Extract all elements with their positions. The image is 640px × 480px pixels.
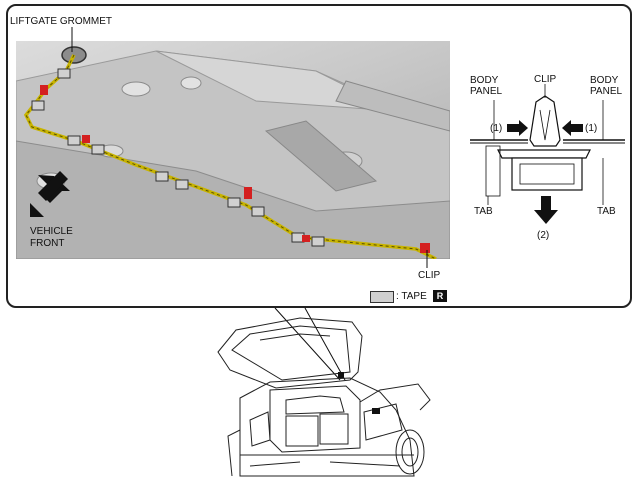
clip-detail-label: CLIP — [534, 74, 557, 85]
body-panel-left-line1: BODY — [470, 75, 499, 86]
liftgate-photo — [16, 41, 450, 259]
vehicle-front-label-line1: VEHICLE — [30, 226, 73, 237]
tape-legend-label: : TAPE — [396, 291, 427, 302]
harness-illustration — [16, 46, 450, 259]
tape-legend-swatch — [370, 291, 394, 303]
body-panel-right-line1: BODY — [590, 75, 619, 86]
arrow-down-number: (2) — [537, 230, 550, 241]
clip-label: CLIP — [418, 270, 441, 281]
tab-right-label: TAB — [597, 206, 616, 217]
tab-left-label: TAB — [474, 206, 493, 217]
body-panel-left-line2: PANEL — [470, 86, 503, 97]
vehicle-front-label-line2: FRONT — [30, 238, 65, 249]
arrow-left-number: (1) — [490, 123, 503, 134]
body-panel-right-line2: PANEL — [590, 86, 623, 97]
tape-symbol-r: R — [433, 290, 447, 302]
liftgate-grommet-label: LIFTGATE GROMMET — [10, 16, 113, 27]
arrow-right-number: (1) — [585, 123, 598, 134]
